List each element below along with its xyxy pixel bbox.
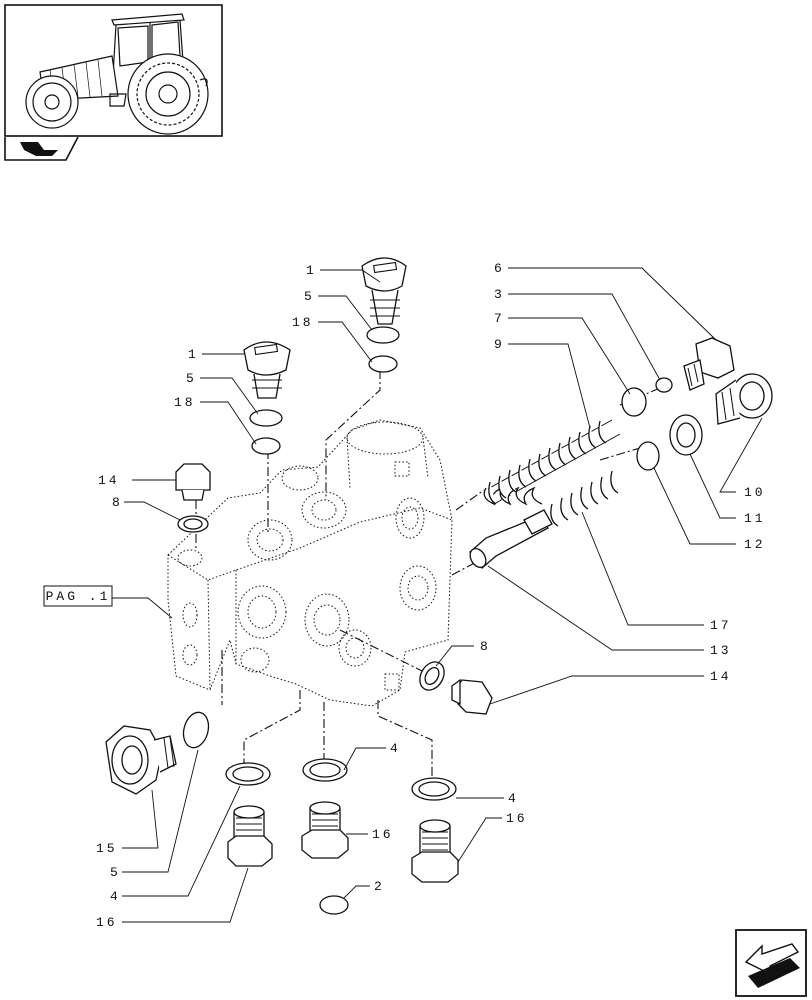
assembly-center-lines — [195, 370, 661, 782]
callout-16-a: 16 — [372, 827, 394, 842]
o-ring-12 — [636, 441, 660, 471]
callout-14-left: 14 — [98, 473, 120, 488]
callout-4-bottom: 4 — [110, 889, 121, 904]
callout-6: 6 — [494, 261, 505, 276]
callout-16-bottom: 16 — [96, 915, 118, 930]
bolt-16-a — [227, 805, 273, 867]
callout-2: 2 — [374, 879, 385, 894]
washer-4-c — [411, 777, 457, 801]
washer-4-b — [302, 758, 348, 782]
next-page-arrow-icon[interactable] — [735, 929, 807, 997]
callout-1-mid: 1 — [188, 347, 199, 362]
spring-9 — [483, 419, 621, 506]
reference-box-pag1[interactable]: PAG .1 — [43, 585, 113, 607]
callout-labels: 1 5 18 1 5 18 14 8 6 3 7 9 10 11 12 17 1… — [96, 261, 766, 930]
callout-5-bottom: 5 — [110, 865, 121, 880]
callout-17: 17 — [710, 618, 732, 633]
callout-15: 15 — [96, 841, 118, 856]
plug-14-right — [451, 678, 493, 715]
bolt-16-c — [411, 819, 459, 883]
washer-4-a — [225, 762, 271, 786]
callout-11: 11 — [744, 511, 766, 526]
o-ring-18-top — [368, 355, 398, 373]
tractor-thumbnail-icon — [4, 4, 223, 137]
reference-label: PAG .1 — [46, 589, 111, 604]
callout-5-mid: 5 — [186, 371, 197, 386]
callout-4-a: 4 — [390, 741, 401, 756]
o-ring-5-mid — [249, 409, 283, 427]
hydraulic-book-icon — [4, 136, 79, 161]
plug-14-left — [175, 463, 211, 501]
washer-8-left — [177, 515, 209, 533]
plug-10 — [715, 373, 773, 425]
o-ring-5-top — [366, 326, 400, 344]
plug-6 — [683, 337, 735, 391]
callout-18-mid: 18 — [174, 395, 196, 410]
o-ring-5-bottom — [182, 711, 210, 749]
callout-10: 10 — [744, 485, 766, 500]
fitting-15 — [105, 725, 177, 795]
ring-3 — [655, 377, 673, 393]
o-ring-7 — [621, 387, 647, 417]
cap-2 — [319, 895, 349, 915]
spring-17 — [550, 470, 619, 527]
callout-8-right: 8 — [480, 639, 491, 654]
callout-7: 7 — [494, 311, 505, 326]
callout-4-b: 4 — [508, 791, 519, 806]
callout-14-right: 14 — [710, 669, 732, 684]
callout-1-top: 1 — [306, 263, 317, 278]
callout-5-top: 5 — [304, 289, 315, 304]
callout-9: 9 — [494, 337, 505, 352]
washer-8-right — [419, 661, 445, 691]
washer-11 — [669, 414, 703, 456]
callout-12: 12 — [744, 537, 766, 552]
o-ring-18-mid — [251, 437, 281, 455]
spool-13 — [469, 509, 553, 569]
callout-13: 13 — [710, 643, 732, 658]
plug-1-mid — [243, 341, 291, 399]
bolt-16-b — [301, 801, 349, 859]
valve-body — [167, 419, 453, 707]
plug-1-top — [361, 257, 407, 325]
leader-lines — [112, 267, 763, 923]
callout-8-left: 8 — [112, 495, 123, 510]
callout-3: 3 — [494, 287, 505, 302]
callout-16-b: 16 — [506, 811, 528, 826]
callout-18-top: 18 — [292, 315, 314, 330]
